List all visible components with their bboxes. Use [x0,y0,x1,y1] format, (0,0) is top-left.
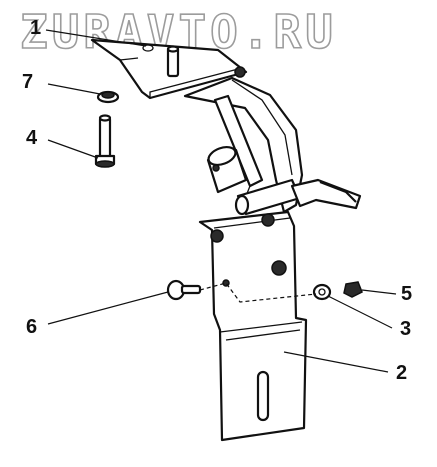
part-2-lower-bracket [198,210,308,442]
callout-1: 1 [30,17,41,39]
callout-2: 2 [396,362,407,384]
callout-6: 6 [26,316,37,338]
part-1-top-plate [90,38,248,100]
watermark-text: ZURAVTO.RU [20,5,337,59]
part-4-bolt [94,114,116,168]
pivot-assembly [206,145,362,216]
part-3-washer [312,283,332,301]
callout-leaders [45,29,397,373]
part-5-nut [343,281,363,298]
callout-4: 4 [26,127,38,149]
callout-7: 7 [22,71,33,93]
callout-5: 5 [401,283,412,305]
callout-3: 3 [400,318,411,340]
part-6-pin [166,279,202,301]
assembly-guide-line [199,282,317,303]
part-7-washer [96,90,120,104]
